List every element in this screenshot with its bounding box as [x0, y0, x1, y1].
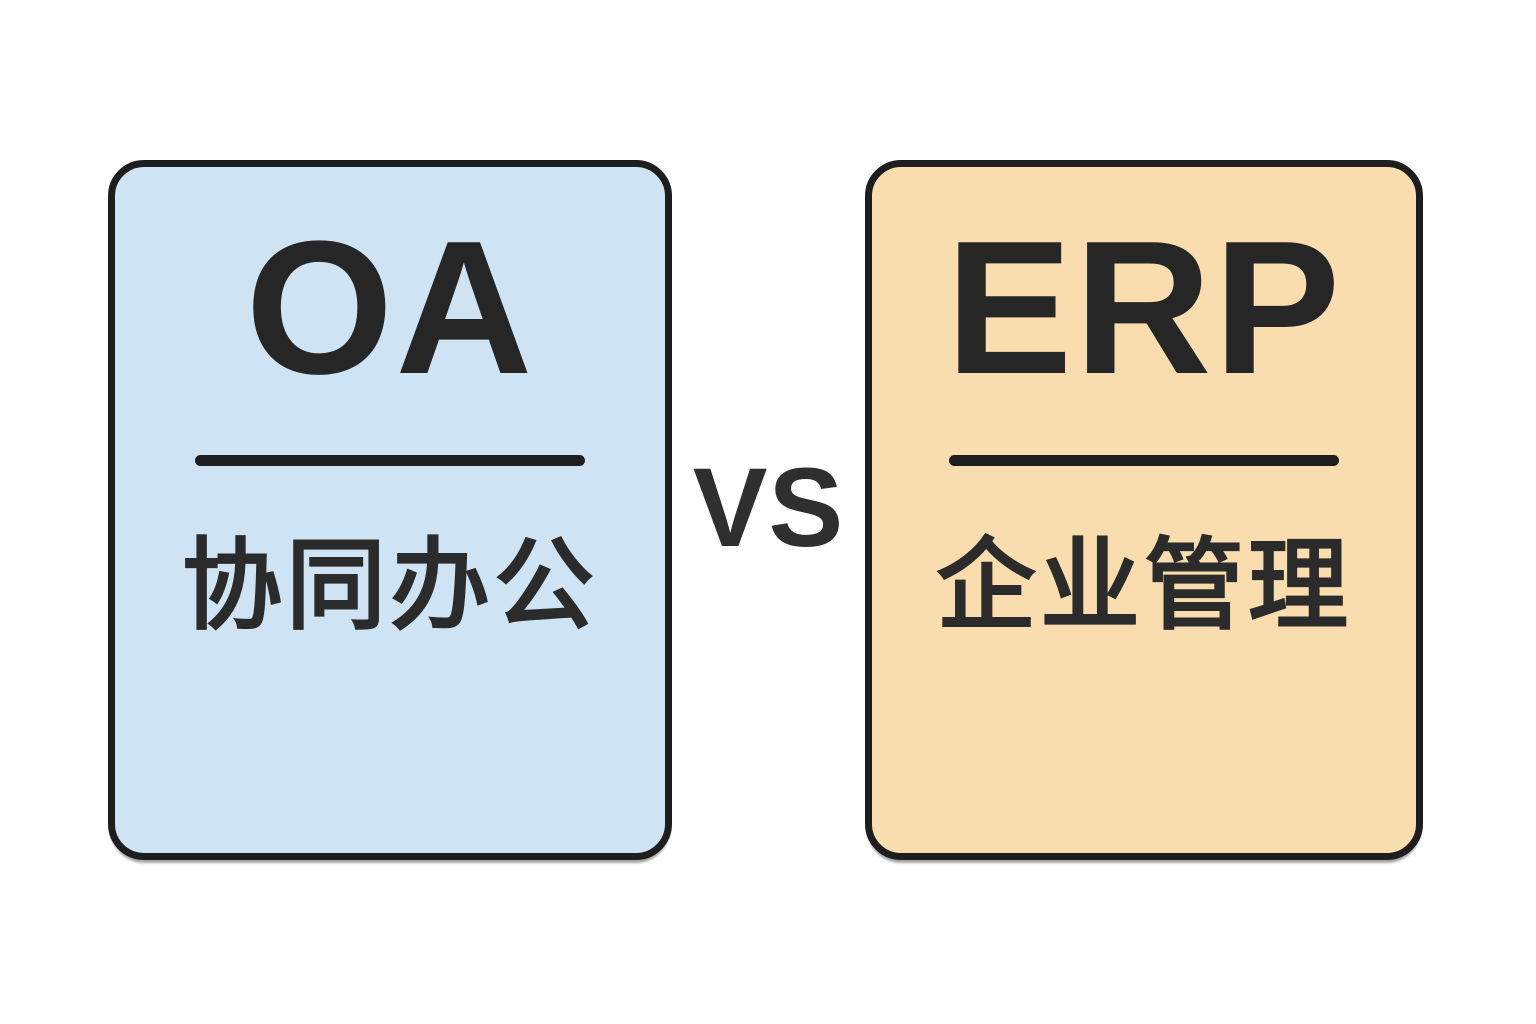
oa-card-divider	[195, 455, 585, 466]
erp-card-divider	[949, 455, 1339, 466]
oa-card-subtitle: 协同办公	[182, 530, 598, 642]
erp-card: ERP 企业管理	[865, 160, 1423, 860]
oa-card: OA 协同办公	[108, 160, 672, 860]
vs-label: VS	[692, 445, 845, 570]
erp-card-title: ERP	[945, 202, 1343, 414]
erp-card-subtitle: 企业管理	[936, 530, 1352, 642]
oa-card-title: OA	[245, 202, 535, 414]
